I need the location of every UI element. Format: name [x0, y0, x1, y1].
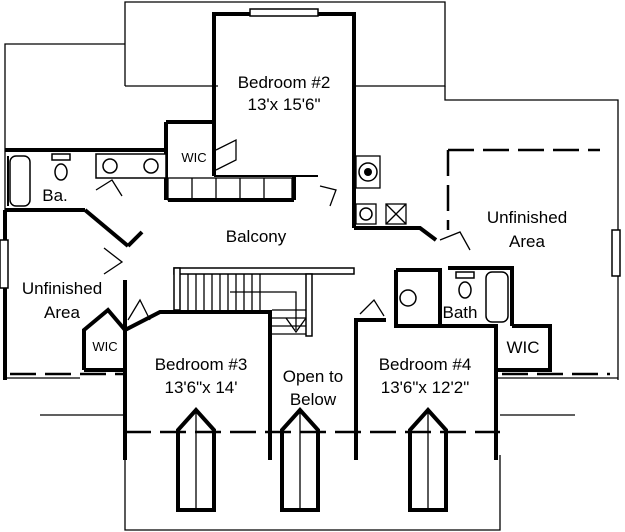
open-below-line2: Below	[290, 390, 337, 409]
sink-right	[143, 158, 159, 174]
bedroom4-walls	[354, 298, 552, 460]
left-window	[0, 239, 9, 289]
window	[249, 8, 319, 17]
bath-left-label: Ba.	[42, 186, 68, 205]
right-toilet-tank	[455, 271, 475, 279]
dashed-lines	[10, 148, 610, 434]
right-closets	[319, 155, 438, 242]
unfinished-right-line2: Area	[509, 232, 545, 251]
right-sink	[399, 289, 417, 307]
bedroom2-walls	[212, 8, 356, 228]
unfinished-left-line2: Area	[44, 303, 80, 322]
unfinished-right-line1: Unfinished	[487, 208, 567, 227]
tub	[9, 155, 31, 207]
bedroom2-name: Bedroom #2	[238, 73, 331, 92]
dormers	[176, 407, 448, 512]
unfinished-left-line1: Unfinished	[22, 279, 102, 298]
wic-left-label: WIC	[92, 339, 117, 354]
balcony-label: Balcony	[226, 227, 287, 246]
bedroom3-name: Bedroom #3	[155, 355, 248, 374]
stair	[167, 176, 355, 337]
right-tub	[485, 271, 509, 323]
bedroom4-size: 13'6"x 12'2"	[381, 378, 470, 397]
toilet-tank	[51, 153, 71, 161]
open-below-line1: Open to	[283, 367, 344, 386]
right-walls	[611, 229, 621, 277]
right-window	[611, 229, 621, 277]
left-walls	[0, 210, 144, 380]
bedroom4-name: Bedroom #4	[379, 355, 472, 374]
toilet-bowl	[54, 163, 68, 181]
wic-right-label: WIC	[506, 338, 539, 357]
left-bath-walls	[5, 148, 167, 248]
bedroom2-size: 13'x 15'6"	[247, 95, 320, 114]
sink-left	[102, 158, 118, 174]
right-toilet-bowl	[458, 281, 472, 299]
bedroom3-walls	[82, 298, 272, 460]
bath-right-label: Bath	[443, 303, 478, 322]
bedroom3-size: 13'6"x 14'	[164, 378, 237, 397]
washer	[359, 207, 373, 221]
wic-top-label: WIC	[181, 150, 206, 165]
